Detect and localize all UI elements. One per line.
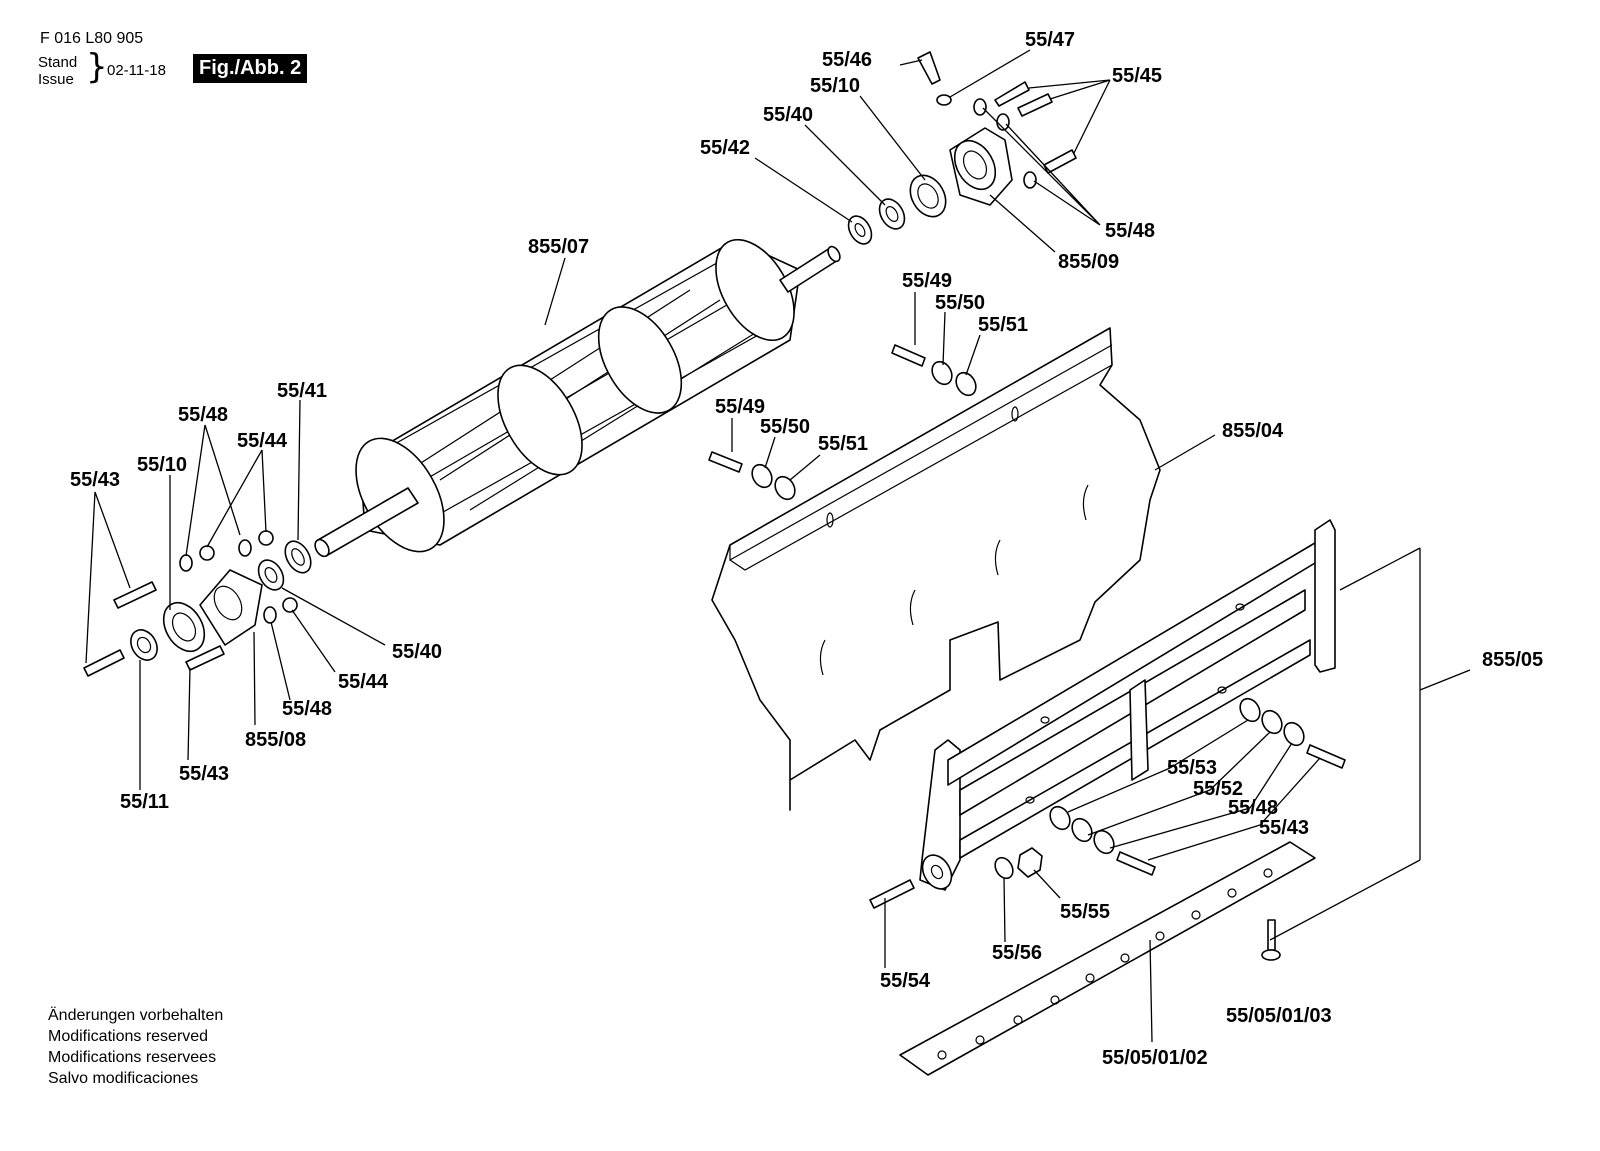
document-number: F 016 L80 905 <box>40 30 144 47</box>
callout-55-55: 55/55 <box>1060 901 1110 923</box>
callout-55-46: 55/46 <box>822 49 872 71</box>
callout-55-42: 55/42 <box>700 137 750 159</box>
callout-55-50-lower: 55/50 <box>760 416 810 438</box>
callout-55-50-upper: 55/50 <box>935 292 985 314</box>
callout-55-43-lower: 55/43 <box>179 763 229 785</box>
callout-55-45: 55/45 <box>1112 65 1162 87</box>
note-line-fr: Modifications reservees <box>48 1049 217 1066</box>
brace-glyph: } <box>86 47 108 87</box>
callout-855-05: 855/05 <box>1482 649 1543 671</box>
callout-55-05-01-02: 55/05/01/02 <box>1102 1047 1208 1069</box>
callout-55-44-upper: 55/44 <box>237 430 288 452</box>
callout-855-04: 855/04 <box>1222 420 1284 442</box>
callout-55-51-upper: 55/51 <box>978 314 1028 336</box>
callout-55-40-upper: 55/40 <box>763 104 813 126</box>
callout-55-43-left: 55/43 <box>70 469 120 491</box>
callout-55-47: 55/47 <box>1025 29 1075 51</box>
callout-55-10-upper: 55/10 <box>810 75 860 97</box>
callout-55-49-lower: 55/49 <box>715 396 765 418</box>
callout-55-44-lower: 55/44 <box>338 671 389 693</box>
note-line-en: Modifications reserved <box>48 1028 209 1045</box>
callout-55-48-lower: 55/48 <box>282 698 332 720</box>
note-line-es: Salvo modificaciones <box>48 1070 199 1087</box>
callout-855-08: 855/08 <box>245 729 306 751</box>
callout-55-11: 55/11 <box>120 791 169 813</box>
callout-55-56: 55/56 <box>992 942 1042 964</box>
blade-holes <box>937 868 1273 1060</box>
center-fasteners <box>708 344 977 501</box>
callout-855-07: 855/07 <box>528 236 589 258</box>
callout-55-05-01-03: 55/05/01/03 <box>1226 1005 1332 1027</box>
modifications-note: Änderungen vorbehalten Modifications res… <box>48 1005 223 1089</box>
figure-badge: Fig./Abb. 2 <box>193 54 308 83</box>
callout-55-48-right: 55/48 <box>1228 797 1278 819</box>
upper-bearing-group <box>847 51 1077 245</box>
callout-55-43-right: 55/43 <box>1259 817 1309 839</box>
callout-55-10-left: 55/10 <box>137 454 187 476</box>
stand-label: Stand <box>38 54 78 71</box>
left-bearing-group <box>83 530 312 677</box>
leader-lines <box>85 49 1471 1043</box>
callout-55-54: 55/54 <box>880 970 931 992</box>
callout-55-41: 55/41 <box>277 380 327 402</box>
callout-55-53: 55/53 <box>1167 757 1217 779</box>
issue-label: Issue <box>38 71 74 88</box>
callout-55-52: 55/52 <box>1193 778 1243 800</box>
callout-55-49-upper: 55/49 <box>902 270 952 292</box>
callout-855-09: 855/09 <box>1058 251 1119 273</box>
bottom-blade <box>899 841 1316 1076</box>
callout-55-51-lower: 55/51 <box>818 433 868 455</box>
callout-labels: 55/46 55/47 55/10 55/45 55/40 55/42 55/4… <box>70 29 1543 1069</box>
reel-cylinder <box>314 238 841 558</box>
callout-55-48-upper: 55/48 <box>1105 220 1155 242</box>
note-line-de: Änderungen vorbehalten <box>48 1007 224 1024</box>
bedbar-frame <box>919 519 1336 891</box>
deflector-plate <box>711 327 1161 811</box>
issue-date: 02-11-18 <box>107 62 166 79</box>
lower-fasteners <box>869 697 1346 961</box>
callout-55-48-left: 55/48 <box>178 404 228 426</box>
callout-55-40-lower: 55/40 <box>392 641 442 663</box>
